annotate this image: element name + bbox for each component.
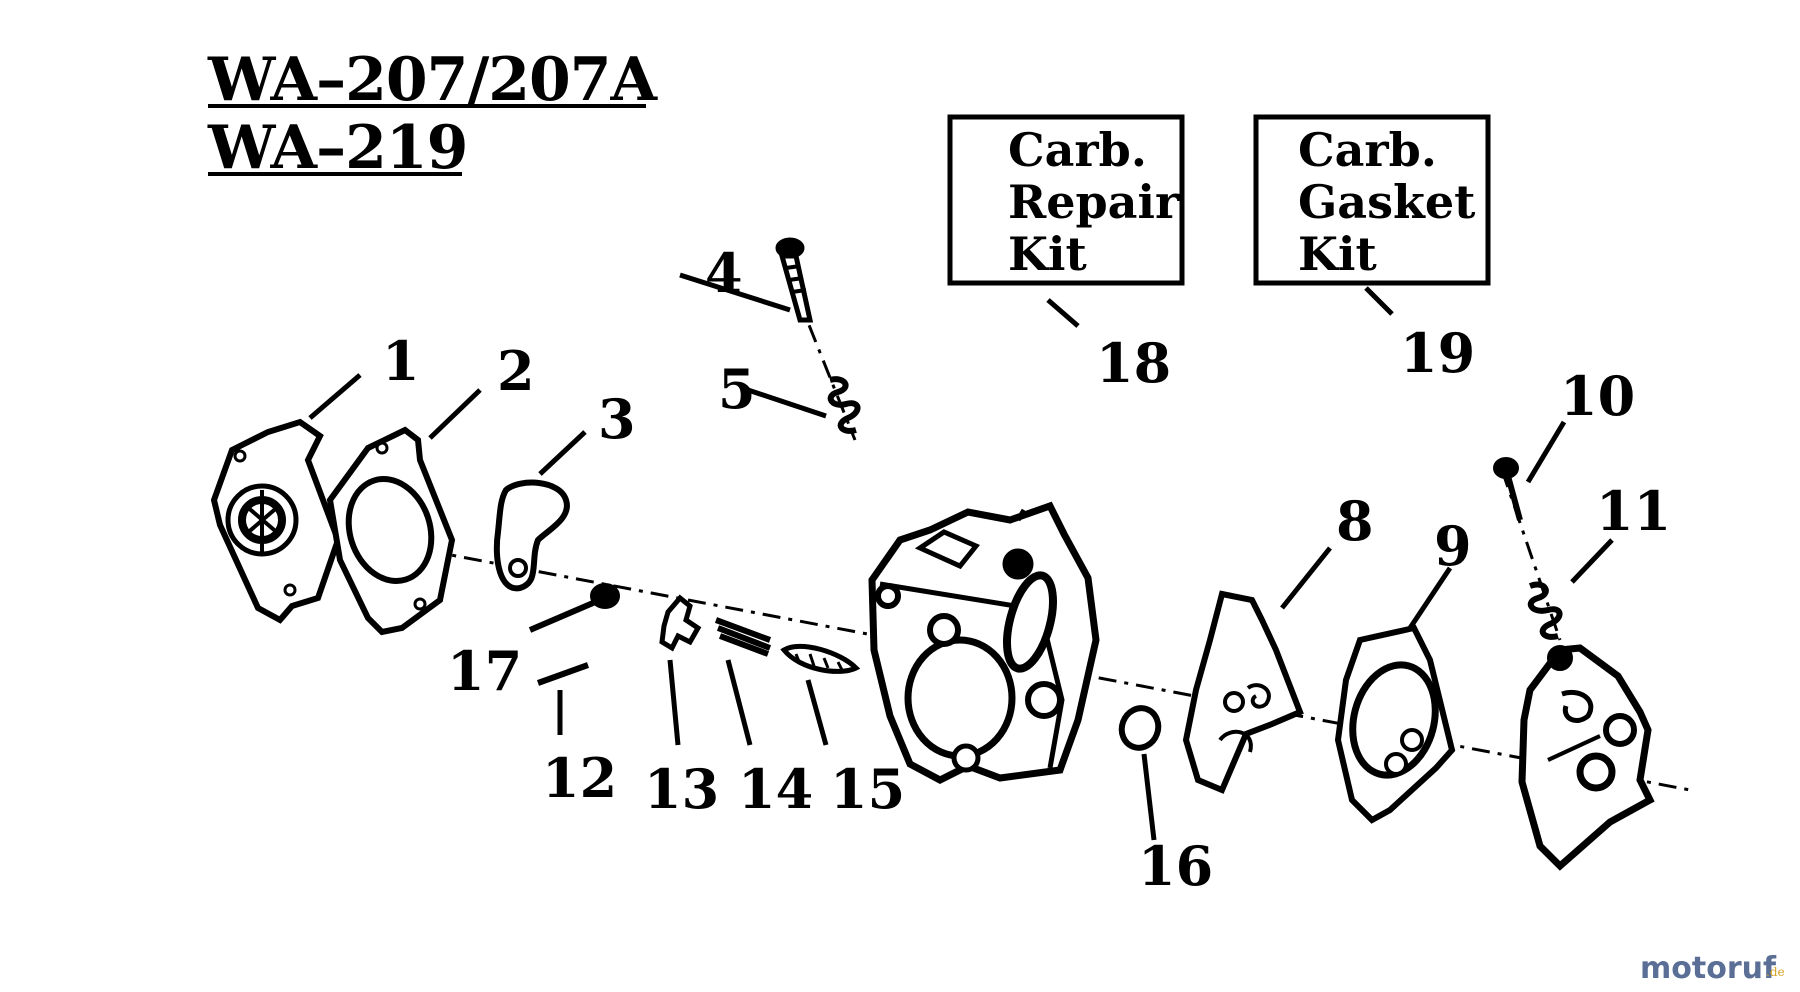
repair-kit-box: Carb. Repair Kit 18 — [947, 114, 1185, 395]
callout-5: 5 — [718, 357, 756, 421]
callout-3: 3 — [598, 387, 636, 451]
part-needle-17 — [528, 583, 620, 633]
callout-10: 10 — [1560, 364, 1635, 428]
part-pin-14 — [714, 617, 772, 657]
gasket-kit-box: Carb. Gasket Kit 19 — [1253, 114, 1491, 385]
part-screen-16 — [1118, 705, 1162, 751]
part-adjust-screw-4 — [775, 237, 814, 323]
part-carburetor-body — [868, 501, 1100, 784]
part-spring-15 — [780, 643, 861, 674]
callout-17: 17 — [447, 639, 522, 703]
part-pump-cover — [210, 418, 342, 624]
callout-19: 19 — [1400, 321, 1475, 385]
part-lever-13 — [659, 594, 702, 652]
part-metering-cover — [1518, 644, 1655, 871]
callout-12: 12 — [542, 746, 617, 810]
repair-kit-line-3: Kit — [1008, 227, 1087, 281]
callout-15: 15 — [830, 757, 905, 821]
diagram-title: WA–207/207A WA–219 — [207, 45, 660, 183]
watermark-main: motoruf — [1640, 951, 1777, 986]
part-spring-11 — [1527, 581, 1563, 640]
gasket-kit-line-3: Kit — [1298, 227, 1377, 281]
callout-1: 1 — [382, 329, 420, 393]
part-metering-gasket-8 — [1182, 590, 1304, 794]
repair-kit-line-1: Carb. — [1008, 123, 1147, 177]
part-seal — [493, 479, 570, 592]
watermark-suffix: .de — [1766, 965, 1785, 979]
title-line-2: WA–219 — [207, 113, 467, 183]
part-pump-gasket — [326, 426, 456, 636]
callout-11: 11 — [1596, 479, 1671, 543]
callout-4: 4 — [705, 241, 743, 305]
callout-16: 16 — [1138, 834, 1213, 898]
watermark: motoruf .de — [1640, 951, 1785, 986]
gasket-kit-line-1: Carb. — [1298, 123, 1437, 177]
callout-2: 2 — [497, 339, 535, 403]
callout-8: 8 — [1336, 489, 1374, 553]
callout-13: 13 — [644, 757, 719, 821]
callout-9: 9 — [1434, 514, 1472, 578]
callout-14: 14 — [738, 757, 813, 821]
part-metering-diaphragm-9 — [1334, 624, 1456, 824]
callout-18: 18 — [1096, 331, 1171, 395]
gasket-kit-line-2: Gasket — [1298, 175, 1476, 229]
title-line-1: WA–207/207A — [207, 45, 659, 115]
part-spring-5 — [827, 376, 861, 434]
repair-kit-line-2: Repair — [1008, 175, 1180, 229]
part-screw-10 — [1493, 457, 1523, 521]
